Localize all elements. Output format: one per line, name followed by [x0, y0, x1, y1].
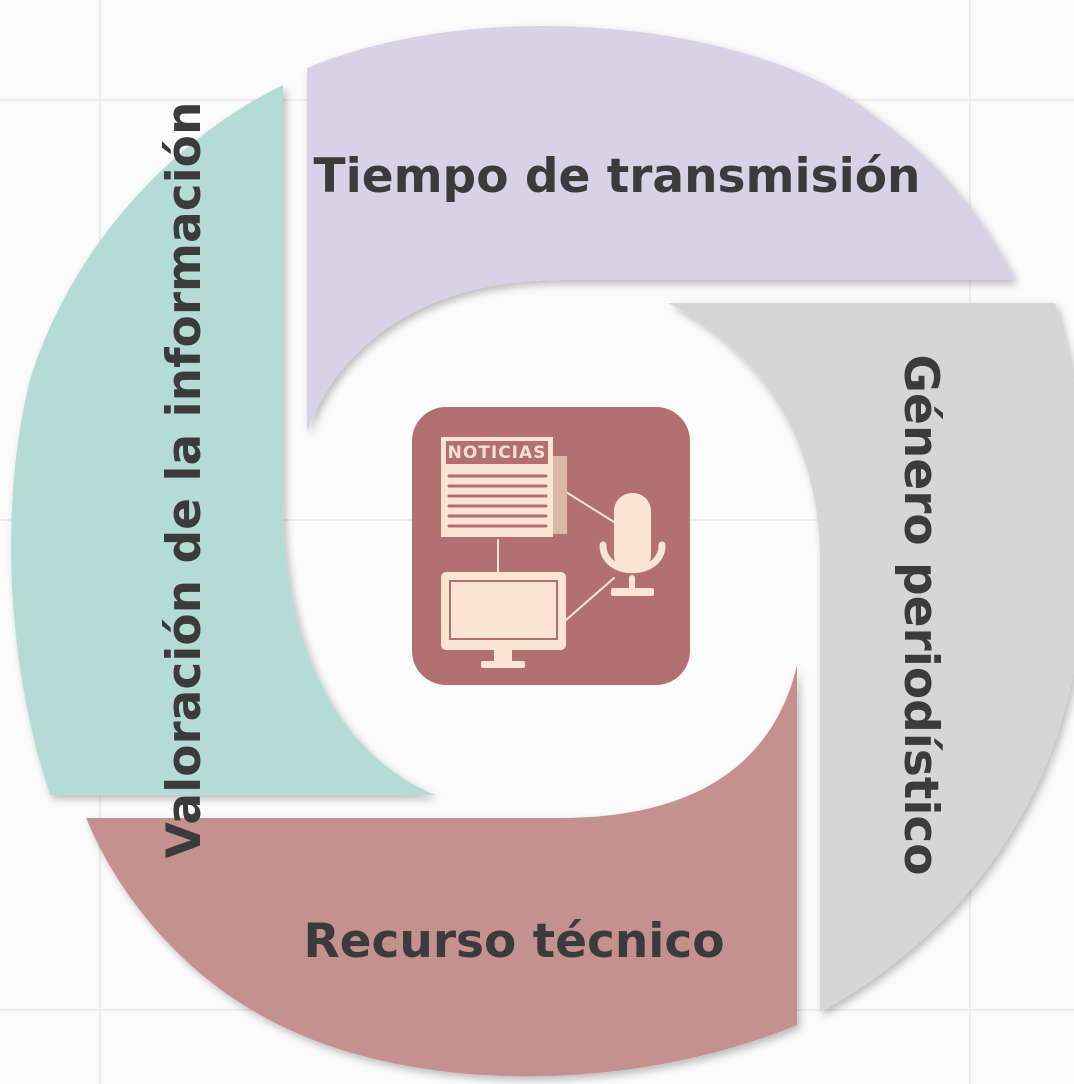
microphone-icon: [599, 493, 666, 596]
segment-label-right: Género periodístico: [893, 354, 948, 875]
news-media-icon: NOTICIAS: [412, 407, 690, 685]
monitor-icon: [441, 572, 566, 668]
newspaper-icon: NOTICIAS: [441, 437, 567, 537]
segment-recurso-tecnico: [86, 665, 797, 1077]
connector-lines: [497, 491, 615, 621]
segment-label-top: Tiempo de transmisión: [314, 149, 921, 204]
newspaper-heading: NOTICIAS: [448, 443, 547, 463]
segment-valoracion-de-la-informacion: [11, 85, 436, 795]
segment-label-left: Valoración de la información: [157, 102, 212, 859]
segment-genero-periodistico: [668, 303, 1074, 1012]
segment-label-bottom: Recurso técnico: [303, 914, 724, 969]
segment-tiempo-de-transmision: [307, 25, 1015, 433]
